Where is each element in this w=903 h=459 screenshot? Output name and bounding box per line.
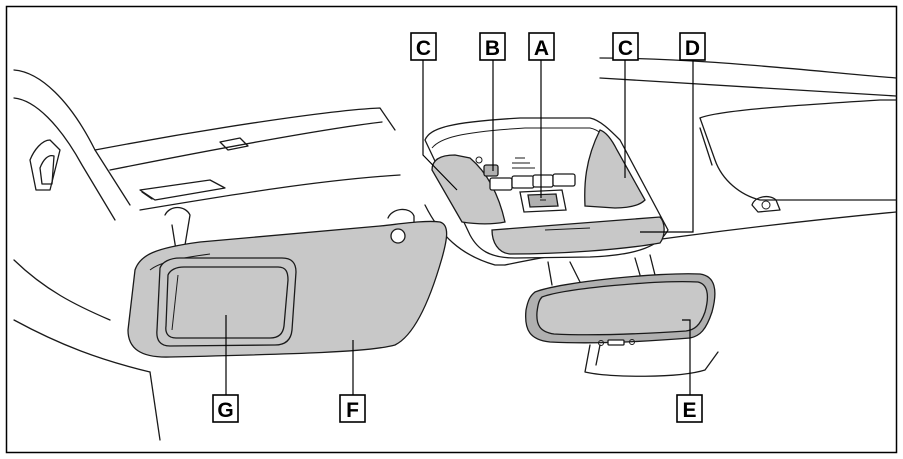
label-f-text: F: [346, 399, 359, 422]
label-a: A: [528, 32, 555, 61]
sun-visor: [127, 206, 448, 358]
label-d: D: [679, 32, 706, 61]
vanity-mirror: [156, 257, 297, 347]
label-d-text: D: [685, 37, 700, 60]
headliner: [94, 57, 897, 266]
label-c-left: C: [410, 32, 437, 61]
label-e: E: [676, 394, 703, 423]
mirror-stem: [547, 254, 719, 377]
label-c-left-text: C: [416, 37, 431, 60]
diagram-frame: [5, 5, 898, 454]
console-buttons: [475, 156, 576, 191]
rear-view-mirror: [524, 273, 716, 346]
label-c-right: C: [612, 32, 639, 61]
label-g: G: [212, 394, 239, 423]
label-c-right-text: C: [618, 37, 633, 60]
map-lamp-right: [584, 129, 646, 209]
label-b: B: [479, 32, 506, 61]
label-b-text: B: [485, 37, 500, 60]
sos-button: [519, 189, 567, 213]
overhead-console: [424, 117, 669, 259]
leader-lines: [225, 60, 694, 395]
label-g-text: G: [217, 399, 233, 422]
label-f: F: [339, 394, 366, 423]
personal-lamp-d: [491, 216, 665, 255]
label-a-text: A: [534, 37, 549, 60]
label-e-text: E: [682, 399, 696, 422]
a-pillar: [13, 69, 161, 441]
